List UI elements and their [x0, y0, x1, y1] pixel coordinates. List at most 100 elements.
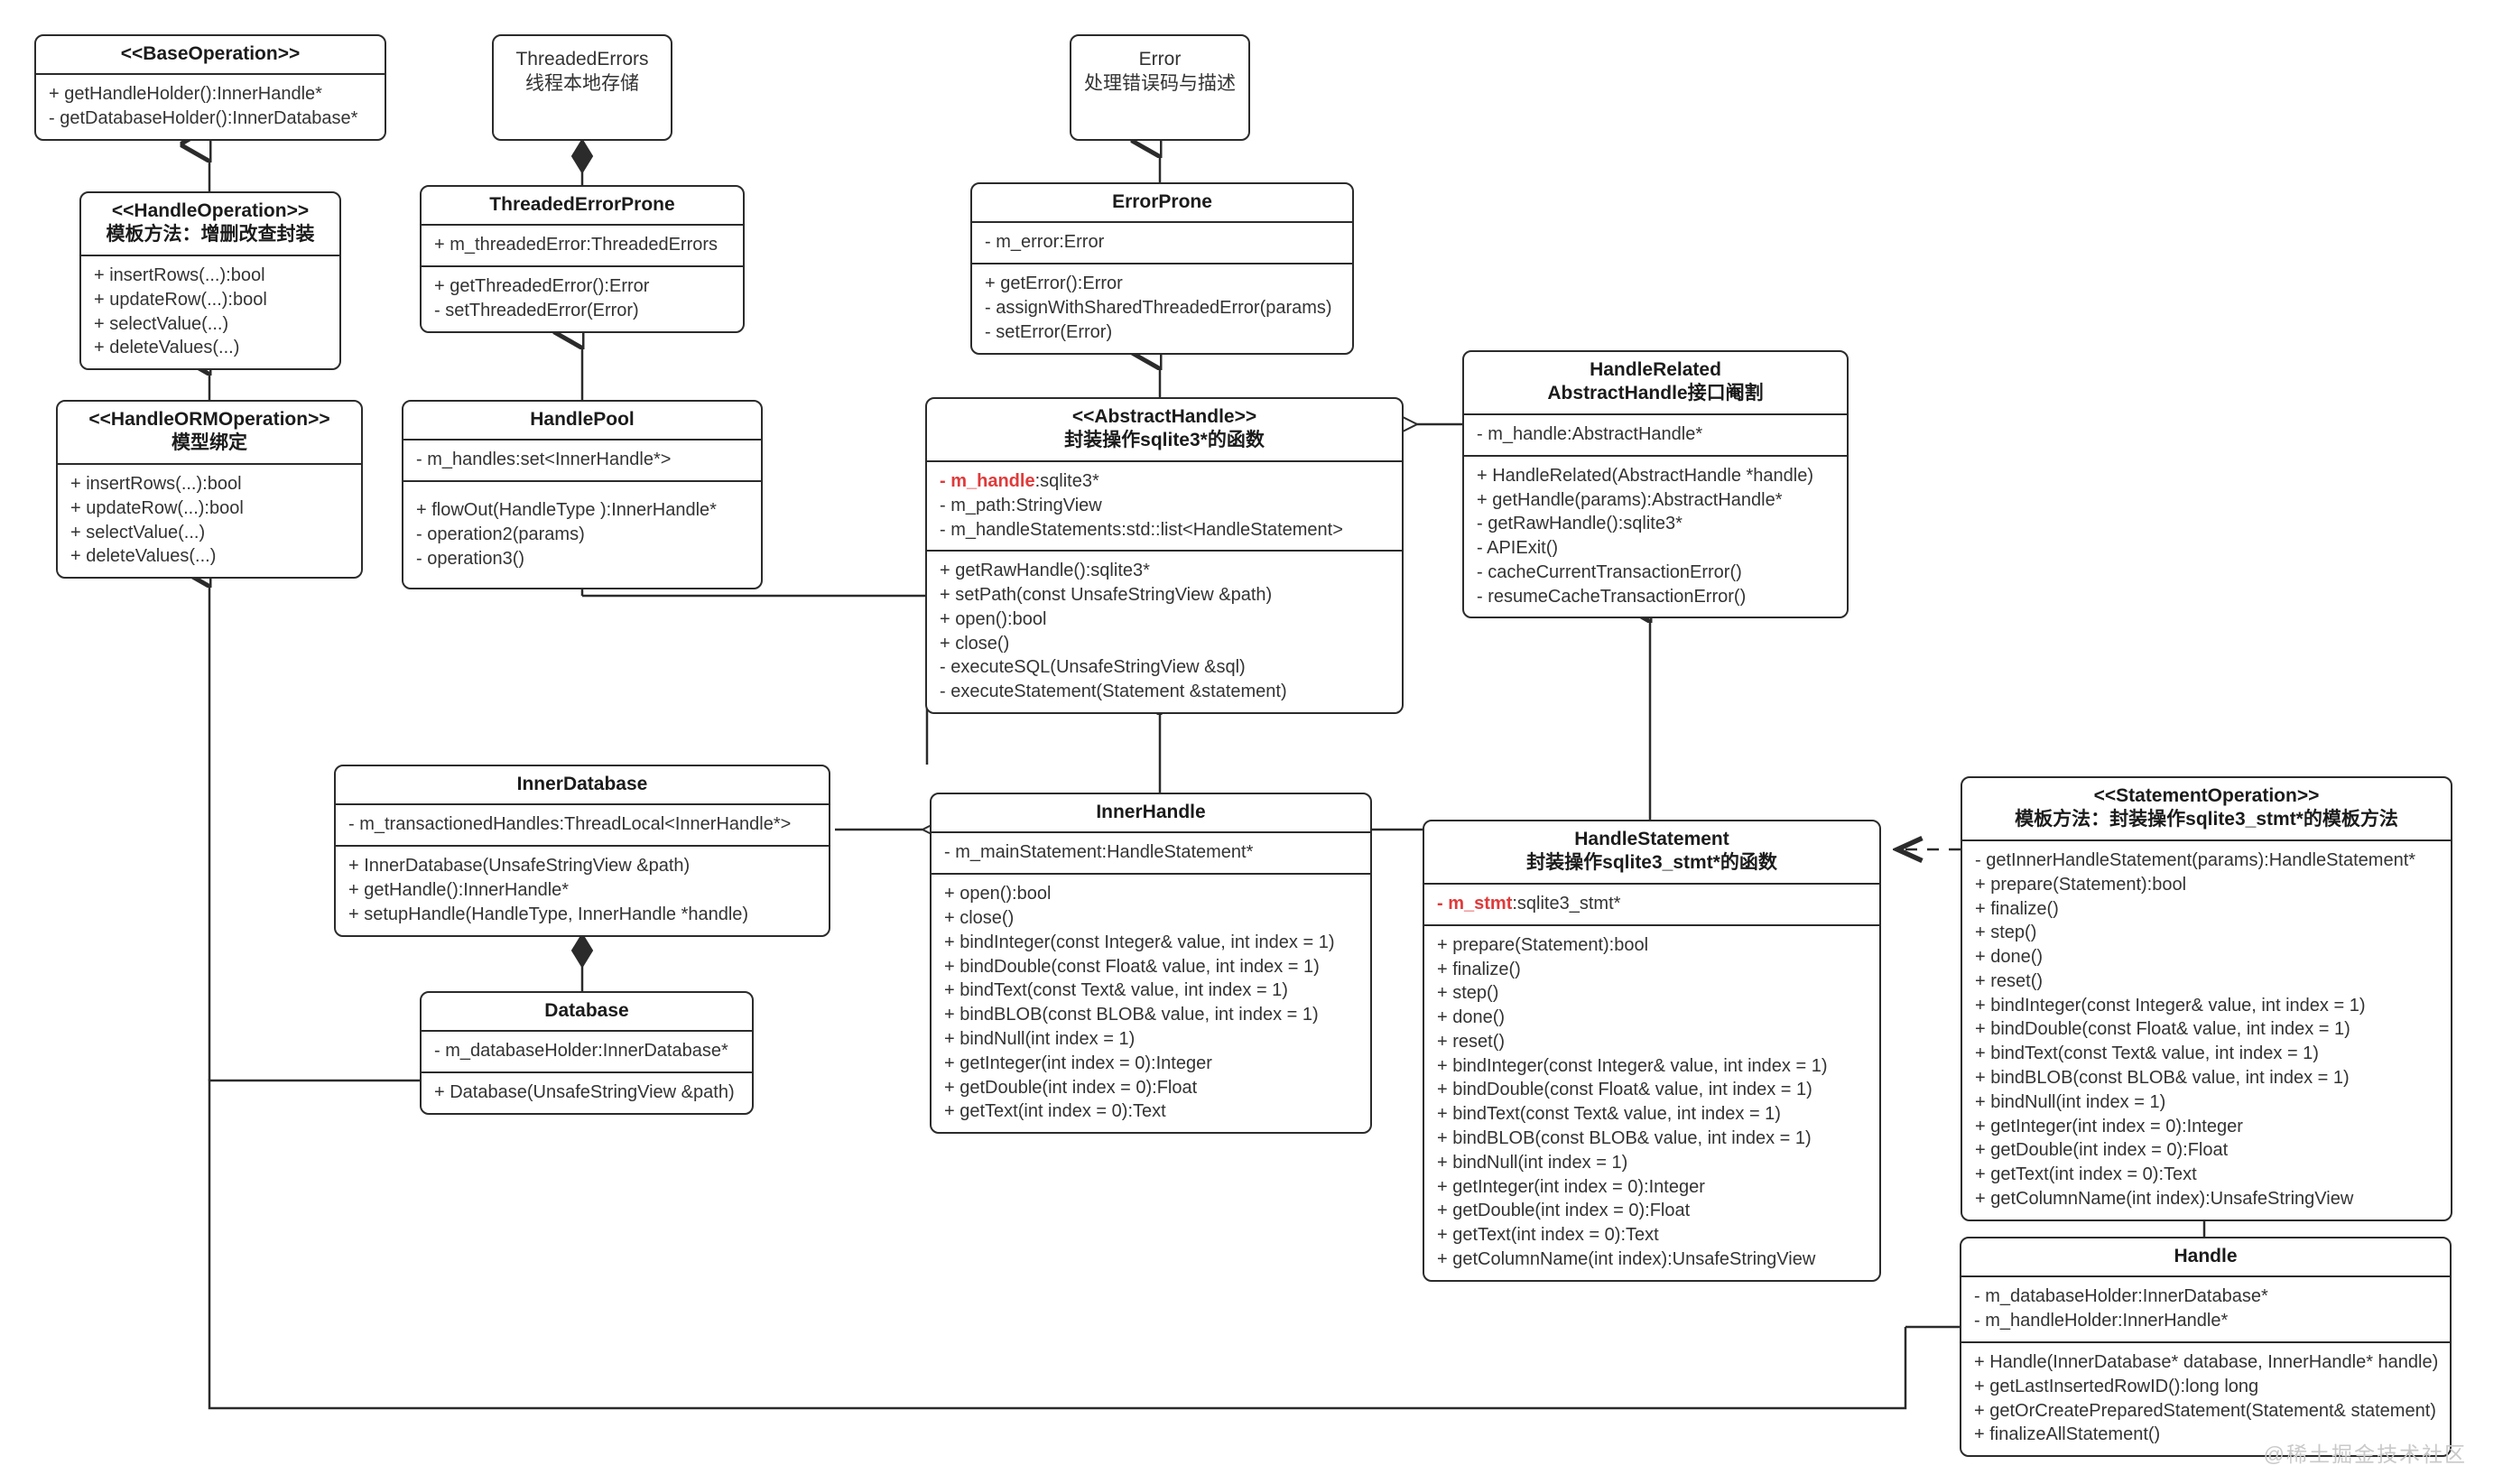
method-row: + reset()	[1437, 1031, 1506, 1052]
method-row: + getThreadedError():Error	[434, 276, 650, 297]
class-methods-handle-pool: + flowOut(HandleType ):InnerHandle* - op…	[403, 480, 761, 587]
method-row: - executeStatement(Statement &statement)	[940, 682, 1287, 702]
method-row: + getHandle(params):AbstractHandle*	[1477, 489, 1783, 510]
field-row: - m_handleStatements:std::list<HandleSta…	[940, 519, 1343, 540]
field-row: - m_error:Error	[985, 232, 1105, 253]
field-row: + m_threadedError:ThreadedErrors	[434, 235, 718, 255]
method-row: + setPath(const UnsafeStringView &path)	[940, 585, 1273, 606]
method-row: + Database(UnsafeStringView &path)	[434, 1082, 735, 1103]
class-subtitle-text: 处理错误码与描述	[1084, 73, 1236, 95]
class-methods-handle-operation: + insertRows(...):bool + updateRow(...):…	[81, 254, 339, 368]
method-row: + bindInteger(const Integer& value, int …	[944, 932, 1335, 952]
method-row: + selectValue(...)	[94, 313, 229, 334]
method-row: + getInteger(int index = 0):Integer	[1975, 1116, 2243, 1136]
class-box-handle-pool[interactable]: HandlePool - m_handles:set<InnerHandle*>…	[402, 400, 763, 589]
field-name: - m_handle	[940, 470, 1035, 491]
class-subtitle-text: AbstractHandle接口阉割	[1547, 383, 1764, 404]
method-row: + bindBLOB(const BLOB& value, int index …	[1437, 1128, 1812, 1149]
method-row: - resumeCacheTransactionError()	[1477, 586, 1747, 607]
class-note-threaded-errors: ThreadedErrors 线程本地存储	[494, 36, 671, 107]
method-row: + bindBLOB(const BLOB& value, int index …	[944, 1005, 1319, 1025]
method-row: + finalizeAllStatement()	[1974, 1424, 2161, 1445]
class-methods-abstract-handle: + getRawHandle():sqlite3* + setPath(cons…	[927, 550, 1402, 712]
class-title-text: <<AbstractHandle>>	[1071, 406, 1257, 427]
method-row: + step()	[1437, 983, 1499, 1004]
method-row: + getText(int index = 0):Text	[1437, 1225, 1659, 1246]
class-box-handle[interactable]: Handle - m_databaseHolder:InnerDatabase*…	[1960, 1237, 2452, 1458]
class-box-base-operation[interactable]: <<BaseOperation>> + getHandleHolder():In…	[34, 34, 386, 142]
class-fields-inner-handle: - m_mainStatement:HandleStatement*	[932, 831, 1370, 873]
class-box-abstract-handle[interactable]: <<AbstractHandle>> 封装操作sqlite3*的函数 - m_h…	[925, 397, 1404, 715]
method-row: - APIExit()	[1477, 538, 1559, 559]
method-row: + deleteValues(...)	[94, 338, 240, 358]
method-row: + insertRows(...):bool	[94, 264, 265, 285]
method-row: - assignWithSharedThreadedError(params)	[985, 298, 1332, 319]
class-box-handle-operation[interactable]: <<HandleOperation>> 模板方法：增删改查封装 + insert…	[79, 191, 341, 371]
method-row: + getOrCreatePreparedStatement(Statement…	[1974, 1400, 2436, 1421]
field-row: - m_handleHolder:InnerHandle*	[1974, 1311, 2229, 1331]
method-row: - executeSQL(UnsafeStringView &sql)	[940, 657, 1246, 678]
field-row: - m_path:StringView	[940, 495, 1102, 515]
field-type: :sqlite3_stmt*	[1512, 893, 1621, 914]
method-row: + selectValue(...)	[70, 522, 206, 543]
class-title-text: ThreadedErrors	[515, 49, 649, 70]
class-fields-inner-database: - m_transactionedHandles:ThreadLocal<Inn…	[336, 803, 829, 845]
class-box-error-prone[interactable]: ErrorProne - m_error:Error + getError():…	[970, 182, 1354, 355]
class-box-database[interactable]: Database - m_databaseHolder:InnerDatabas…	[420, 991, 754, 1116]
class-box-statement-operation[interactable]: <<StatementOperation>> 模板方法：封装操作sqlite3_…	[1961, 776, 2452, 1221]
class-title-handle-statement: HandleStatement 封装操作sqlite3_stmt*的函数	[1424, 821, 1879, 883]
class-methods-base-operation: + getHandleHolder():InnerHandle* - getDa…	[36, 73, 385, 139]
class-box-threaded-error-prone[interactable]: ThreadedErrorProne + m_threadedError:Thr…	[420, 185, 745, 333]
method-row: - cacheCurrentTransactionError()	[1477, 561, 1742, 582]
method-row: + getColumnName(int index):UnsafeStringV…	[1437, 1249, 1816, 1270]
class-methods-handle-related: + HandleRelated(AbstractHandle *handle) …	[1464, 454, 1847, 617]
method-row: + updateRow(...):bool	[70, 497, 244, 518]
method-row: - operation3()	[416, 548, 525, 569]
class-methods-database: + Database(UnsafeStringView &path)	[422, 1071, 752, 1113]
class-title-base-operation: <<BaseOperation>>	[120, 43, 301, 64]
method-row: + done()	[1975, 947, 2044, 968]
method-row: + bindInteger(const Integer& value, int …	[1437, 1055, 1828, 1076]
method-row: + bindDouble(const Float& value, int ind…	[1437, 1080, 1812, 1100]
class-box-handle-related[interactable]: HandleRelated AbstractHandle接口阉割 - m_han…	[1462, 350, 1849, 619]
method-row: + getColumnName(int index):UnsafeStringV…	[1975, 1189, 2354, 1210]
field-name: - m_stmt	[1437, 893, 1513, 914]
field-row: - m_mainStatement:HandleStatement*	[944, 842, 1254, 863]
class-title-text: <<StatementOperation>>	[2093, 785, 2320, 806]
class-fields-abstract-handle: - m_handle:sqlite3* - m_path:StringView …	[927, 459, 1402, 550]
class-title-inner-database: InnerDatabase	[516, 774, 648, 794]
method-row: + getLastInsertedRowID():long long	[1974, 1376, 2259, 1396]
method-row: + getHandleHolder():InnerHandle*	[49, 84, 322, 105]
field-row-highlighted: - m_handle:sqlite3*	[940, 469, 1389, 494]
class-box-handle-orm-operation[interactable]: <<HandleORMOperation>> 模型绑定 + insertRows…	[56, 400, 363, 580]
class-subtitle-text: 封装操作sqlite3_stmt*的函数	[1526, 852, 1777, 874]
method-row: + prepare(Statement):bool	[1975, 874, 2187, 895]
class-box-threaded-errors[interactable]: ThreadedErrors 线程本地存储	[492, 34, 672, 141]
method-row: - getInnerHandleStatement(params):Handle…	[1975, 849, 2416, 870]
class-title-database: Database	[544, 1000, 629, 1021]
method-row: + bindText(const Text& value, int index …	[1437, 1104, 1781, 1125]
method-row: + getDouble(int index = 0):Float	[944, 1077, 1198, 1098]
class-box-inner-database[interactable]: InnerDatabase - m_transactionedHandles:T…	[334, 765, 830, 937]
method-row: + bindText(const Text& value, int index …	[944, 980, 1288, 1001]
class-title-text: HandleRelated	[1590, 359, 1721, 380]
method-row: + done()	[1437, 1007, 1506, 1028]
class-title-text: HandleStatement	[1574, 829, 1729, 849]
class-methods-handle: + Handle(InnerDatabase* database, InnerH…	[1961, 1341, 2450, 1455]
class-title-threaded-error-prone: ThreadedErrorProne	[489, 194, 675, 215]
class-box-inner-handle[interactable]: InnerHandle - m_mainStatement:HandleStat…	[930, 793, 1372, 1135]
class-title-handle-operation: <<HandleOperation>> 模板方法：增删改查封装	[81, 193, 339, 255]
method-row: + bindNull(int index = 1)	[1975, 1091, 2166, 1112]
method-row: + updateRow(...):bool	[94, 289, 267, 310]
method-row: + reset()	[1975, 970, 2044, 991]
field-row: - m_handle:AbstractHandle*	[1477, 423, 1703, 444]
class-fields-handle-pool: - m_handles:set<InnerHandle*>	[403, 439, 761, 480]
method-row: + bindBLOB(const BLOB& value, int index …	[1975, 1068, 2350, 1089]
class-title-statement-operation: <<StatementOperation>> 模板方法：封装操作sqlite3_…	[1962, 778, 2451, 839]
method-row: + close()	[944, 908, 1015, 929]
field-row: - m_databaseHolder:InnerDatabase*	[434, 1041, 728, 1062]
class-box-error[interactable]: Error 处理错误码与描述	[1070, 34, 1250, 141]
method-row: + getDouble(int index = 0):Float	[1975, 1140, 2229, 1161]
class-box-handle-statement[interactable]: HandleStatement 封装操作sqlite3_stmt*的函数 - m…	[1423, 820, 1881, 1282]
